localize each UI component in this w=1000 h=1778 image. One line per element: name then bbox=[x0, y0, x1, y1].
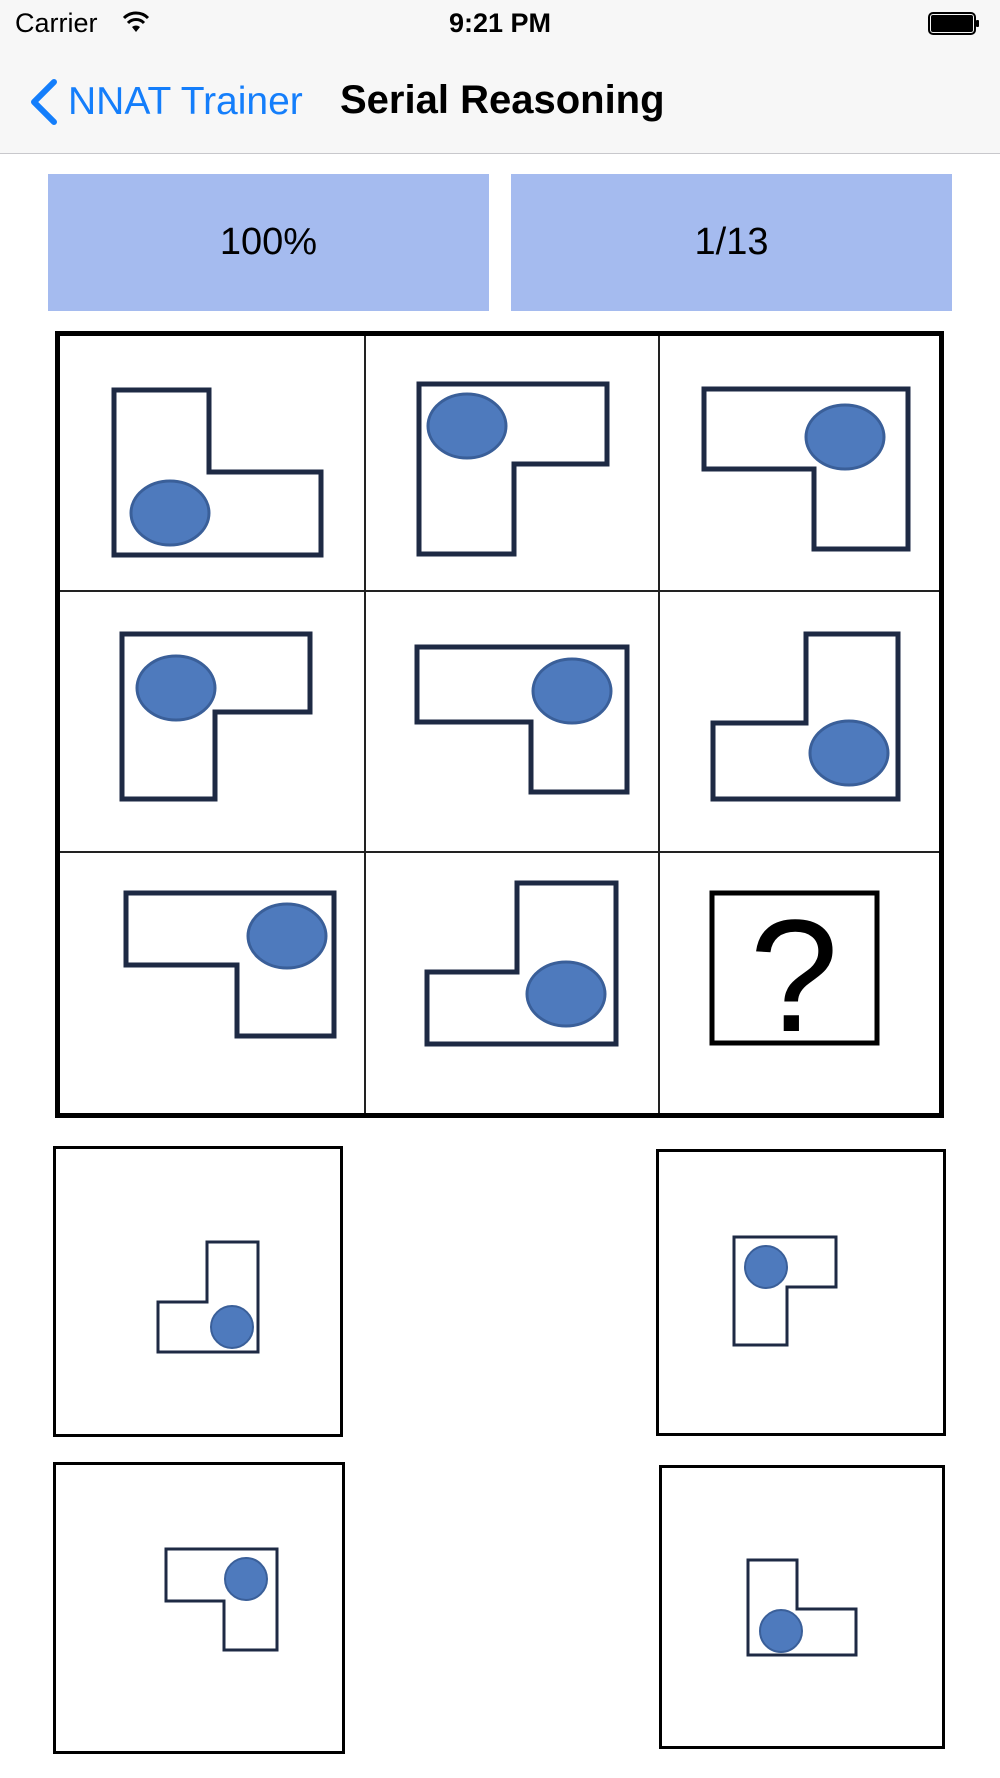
matrix-cell-3-1 bbox=[60, 853, 364, 1113]
l-shape-figure bbox=[416, 381, 610, 557]
dot bbox=[426, 392, 508, 460]
page-title: Serial Reasoning bbox=[340, 78, 665, 122]
dot bbox=[224, 1557, 268, 1601]
back-button[interactable]: NNAT Trainer bbox=[26, 72, 303, 132]
matrix-cell-1-1 bbox=[60, 336, 364, 590]
score-badge: 100% bbox=[48, 174, 489, 311]
question-mark-icon: ? bbox=[709, 886, 880, 1065]
l-shape-figure bbox=[414, 644, 630, 795]
matrix-cell-1-2 bbox=[366, 336, 658, 590]
dot bbox=[525, 960, 607, 1028]
dot bbox=[531, 657, 613, 725]
grid-divider bbox=[60, 851, 939, 853]
dot bbox=[129, 479, 211, 547]
dot bbox=[744, 1245, 788, 1289]
dot bbox=[246, 902, 328, 970]
clock: 9:21 PM bbox=[448, 8, 552, 38]
navigation-bar: NNAT Trainer Serial Reasoning bbox=[0, 50, 1000, 154]
answer-option-3[interactable] bbox=[53, 1462, 345, 1754]
status-bar: Carrier 9:21 PM bbox=[0, 0, 1000, 50]
option-figure bbox=[156, 1240, 260, 1354]
dot bbox=[804, 403, 886, 471]
matrix-cell-2-1 bbox=[60, 592, 364, 851]
dot bbox=[210, 1305, 254, 1349]
wifi-icon bbox=[122, 11, 150, 32]
score-value: 100% bbox=[219, 221, 318, 263]
grid-divider bbox=[364, 336, 366, 1113]
dot bbox=[759, 1609, 803, 1653]
l-shape-figure bbox=[710, 631, 901, 802]
answer-option-2[interactable] bbox=[656, 1149, 946, 1436]
carrier-label: Carrier bbox=[15, 8, 98, 38]
matrix-cell-3-3: ? bbox=[660, 853, 939, 1113]
progress-badge: 1/13 bbox=[511, 174, 952, 311]
matrix-cell-1-3 bbox=[660, 336, 939, 590]
grid-divider bbox=[60, 590, 939, 592]
option-figure bbox=[746, 1558, 858, 1657]
matrix-cell-2-3 bbox=[660, 592, 939, 851]
dot bbox=[135, 654, 217, 722]
l-shape-figure bbox=[424, 880, 619, 1047]
answer-option-1[interactable] bbox=[53, 1146, 343, 1437]
matrix-cell-3-2 bbox=[366, 853, 658, 1113]
l-shape-figure bbox=[123, 890, 337, 1039]
battery-icon bbox=[928, 12, 979, 35]
dot bbox=[808, 719, 890, 787]
grid-divider bbox=[658, 336, 660, 1113]
l-shape-figure bbox=[701, 386, 911, 552]
option-figure bbox=[164, 1547, 279, 1652]
back-button-label: NNAT Trainer bbox=[68, 80, 303, 123]
question-mark: ? bbox=[750, 886, 839, 1065]
l-shape-figure bbox=[119, 631, 313, 802]
puzzle-matrix: ? bbox=[55, 331, 944, 1118]
progress-value: 1/13 bbox=[694, 221, 769, 263]
answer-option-4[interactable] bbox=[659, 1465, 945, 1749]
matrix-cell-2-2 bbox=[366, 592, 658, 851]
option-figure bbox=[732, 1235, 838, 1347]
l-shape-figure bbox=[111, 387, 324, 558]
chevron-left-icon bbox=[31, 79, 57, 125]
